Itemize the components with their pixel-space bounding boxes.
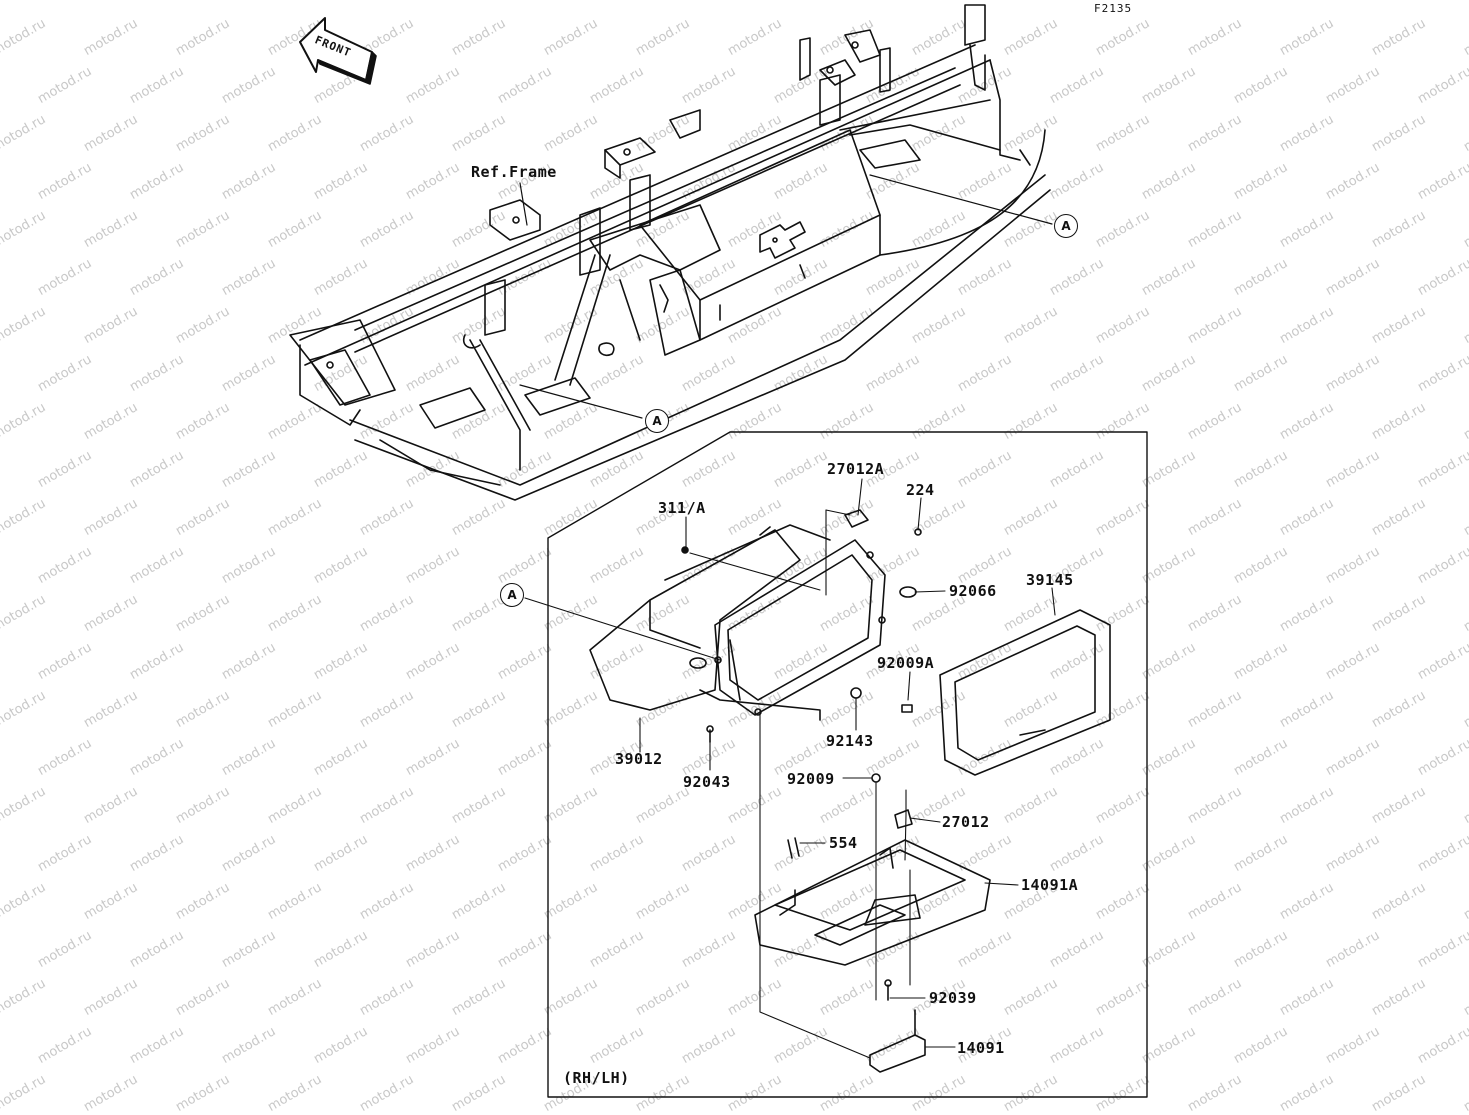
glove-box-body [589,524,831,721]
ref-frame-label: Ref.Frame [471,163,557,181]
part-label-554: 554 [829,834,858,852]
callout-a-frame-right: A [1054,214,1078,238]
part-label-92143: 92143 [826,732,874,750]
part-label-14091: 14091 [957,1039,1005,1057]
inset-leader-lines [524,478,1056,1059]
vehicle-frame [289,4,1051,501]
callout-a-inset: A [500,583,524,607]
part-label-92039: 92039 [929,989,977,1007]
part-label-27012: 27012 [942,813,990,831]
variant-note: (RH/LH) [563,1069,630,1087]
glove-box-lid [939,609,1111,776]
part-label-14091a: 14091A [1021,876,1079,894]
glove-box-tray [754,839,991,966]
figure-code: F2135 [1094,2,1133,15]
part-label-27012a: 27012A [827,460,885,478]
part-label-224: 224 [906,481,935,499]
part-label-311a: 311/A [658,499,706,517]
part-label-92009: 92009 [787,770,835,788]
part-label-39145: 39145 [1026,571,1074,589]
part-label-39012: 39012 [615,750,663,768]
part-label-92066: 92066 [949,582,997,600]
part-label-92009a: 92009A [877,654,935,672]
detail-inset-border [547,431,1148,1098]
tray-latch [869,1009,926,1073]
frame-leader-lines [519,174,1053,419]
glove-box-lid-frame [714,539,886,716]
callout-a-frame-front: A [645,409,669,433]
front-arrow-icon [299,17,377,85]
part-label-92043: 92043 [683,773,731,791]
